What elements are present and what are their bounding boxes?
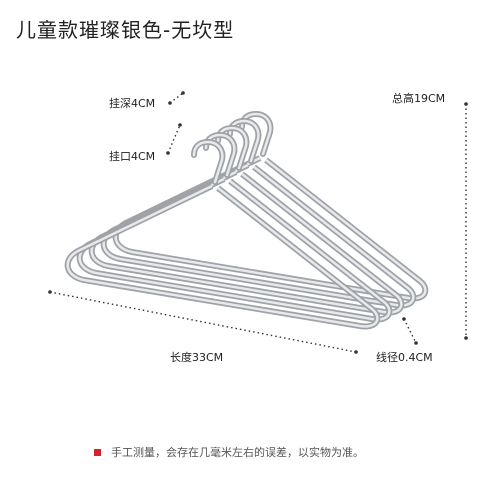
- hanger-0: [68, 142, 378, 326]
- measurement-note: 手工测量，会存在几毫米左右的误差，以实物为准。: [94, 444, 364, 460]
- total-height-label: 总高19CM: [392, 92, 446, 105]
- length-label: 长度33CM: [170, 351, 224, 364]
- page-title: 儿童款璀璨银色-无坎型: [16, 18, 235, 42]
- hook-opening-line: [167, 124, 181, 154]
- hook-opening-label: 挂口4CM: [109, 150, 156, 163]
- note-marker-icon: [94, 448, 101, 456]
- wire-diameter-label: 线径0.4CM: [376, 351, 433, 364]
- hook-depth-label: 挂深4CM: [109, 97, 156, 110]
- wire-diameter-line: [403, 318, 417, 344]
- note-text: 手工测量，会存在几毫米左右的误差，以实物为准。: [111, 446, 364, 459]
- hook-depth-line: [169, 92, 184, 104]
